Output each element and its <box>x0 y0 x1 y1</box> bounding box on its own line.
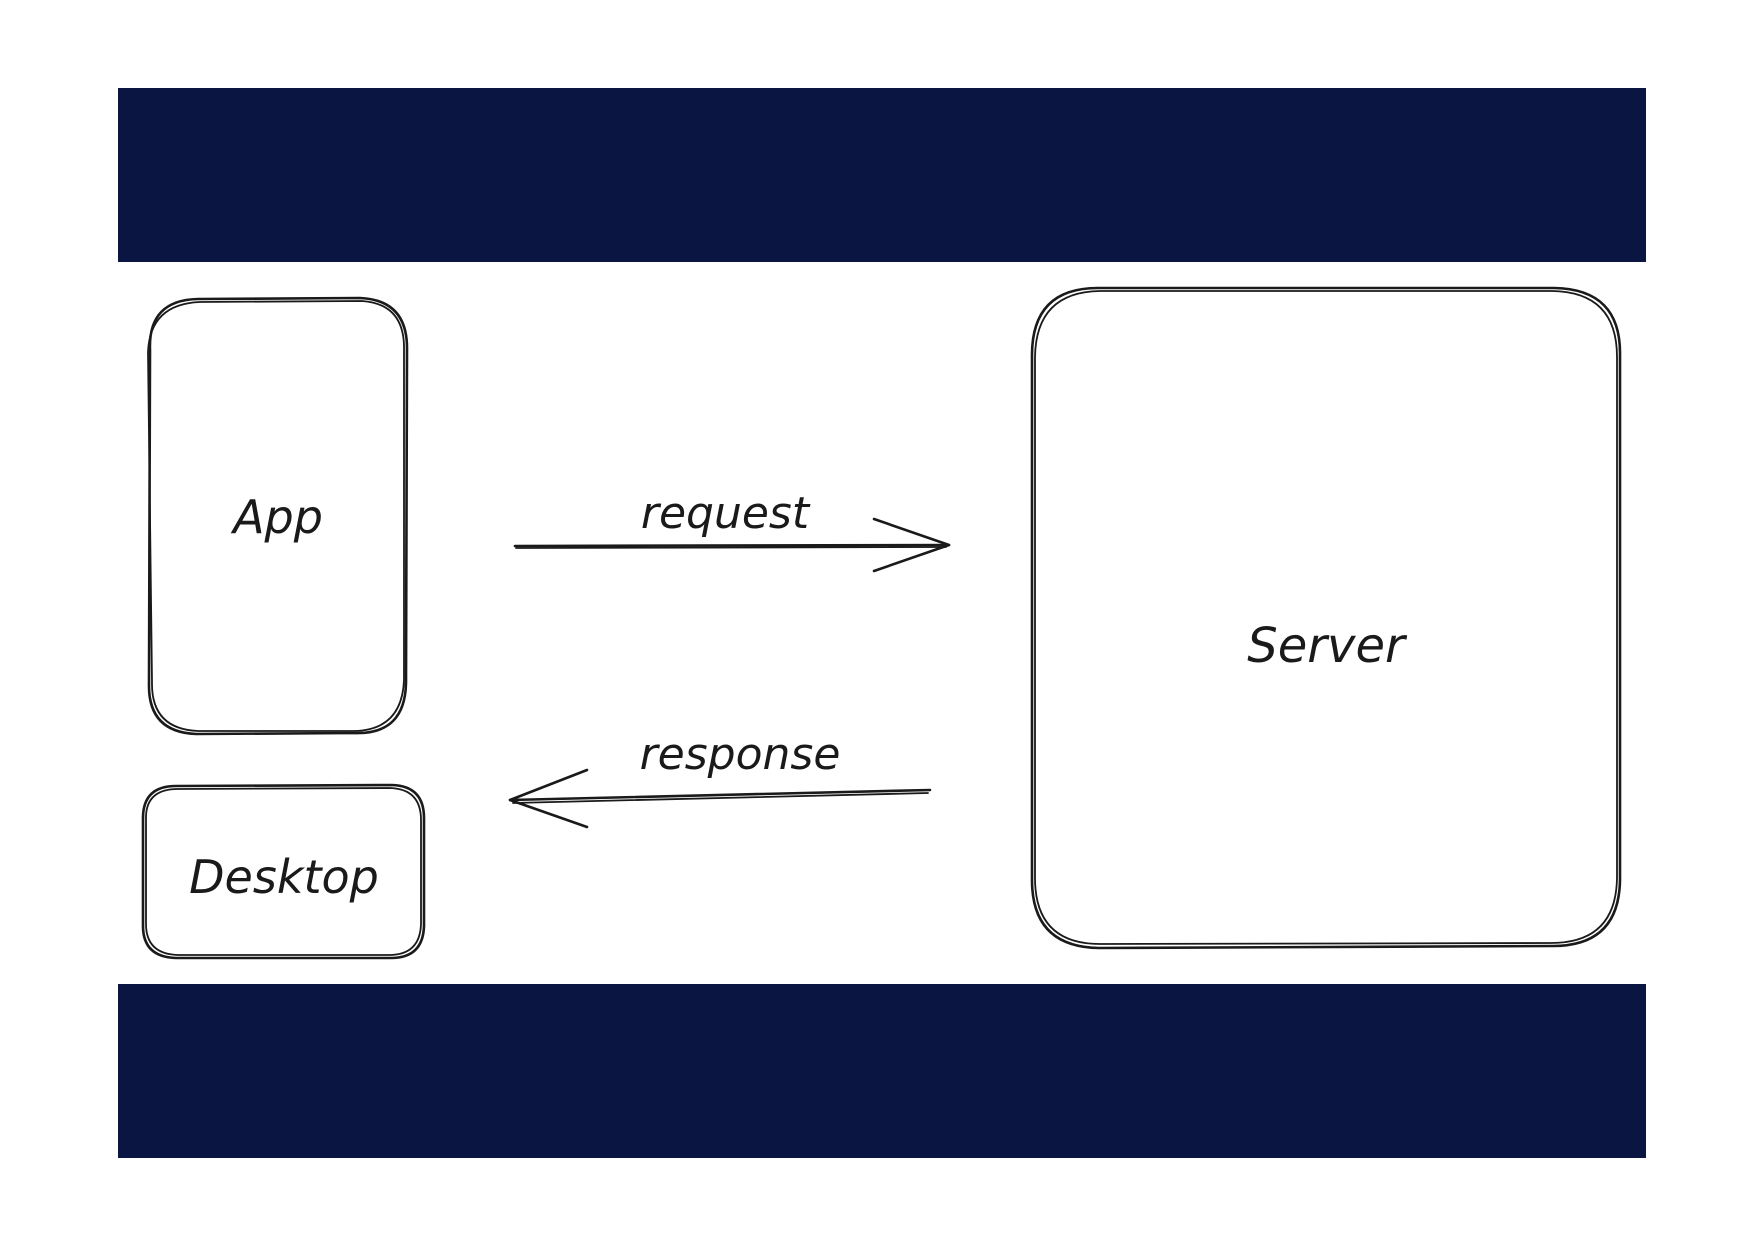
desktop-label: Desktop <box>189 850 379 904</box>
app-node: App <box>147 296 409 736</box>
request-arrow: request <box>513 488 951 573</box>
diagram-canvas <box>118 262 1646 984</box>
server-node: Server <box>1030 286 1622 950</box>
bottom-banner <box>118 984 1646 1158</box>
top-banner <box>118 88 1646 262</box>
response-label: response <box>640 729 841 780</box>
response-arrow: response <box>508 729 932 829</box>
app-label: App <box>230 490 323 544</box>
server-label: Server <box>1247 618 1408 674</box>
desktop-node: Desktop <box>141 783 426 960</box>
request-label: request <box>641 488 811 539</box>
